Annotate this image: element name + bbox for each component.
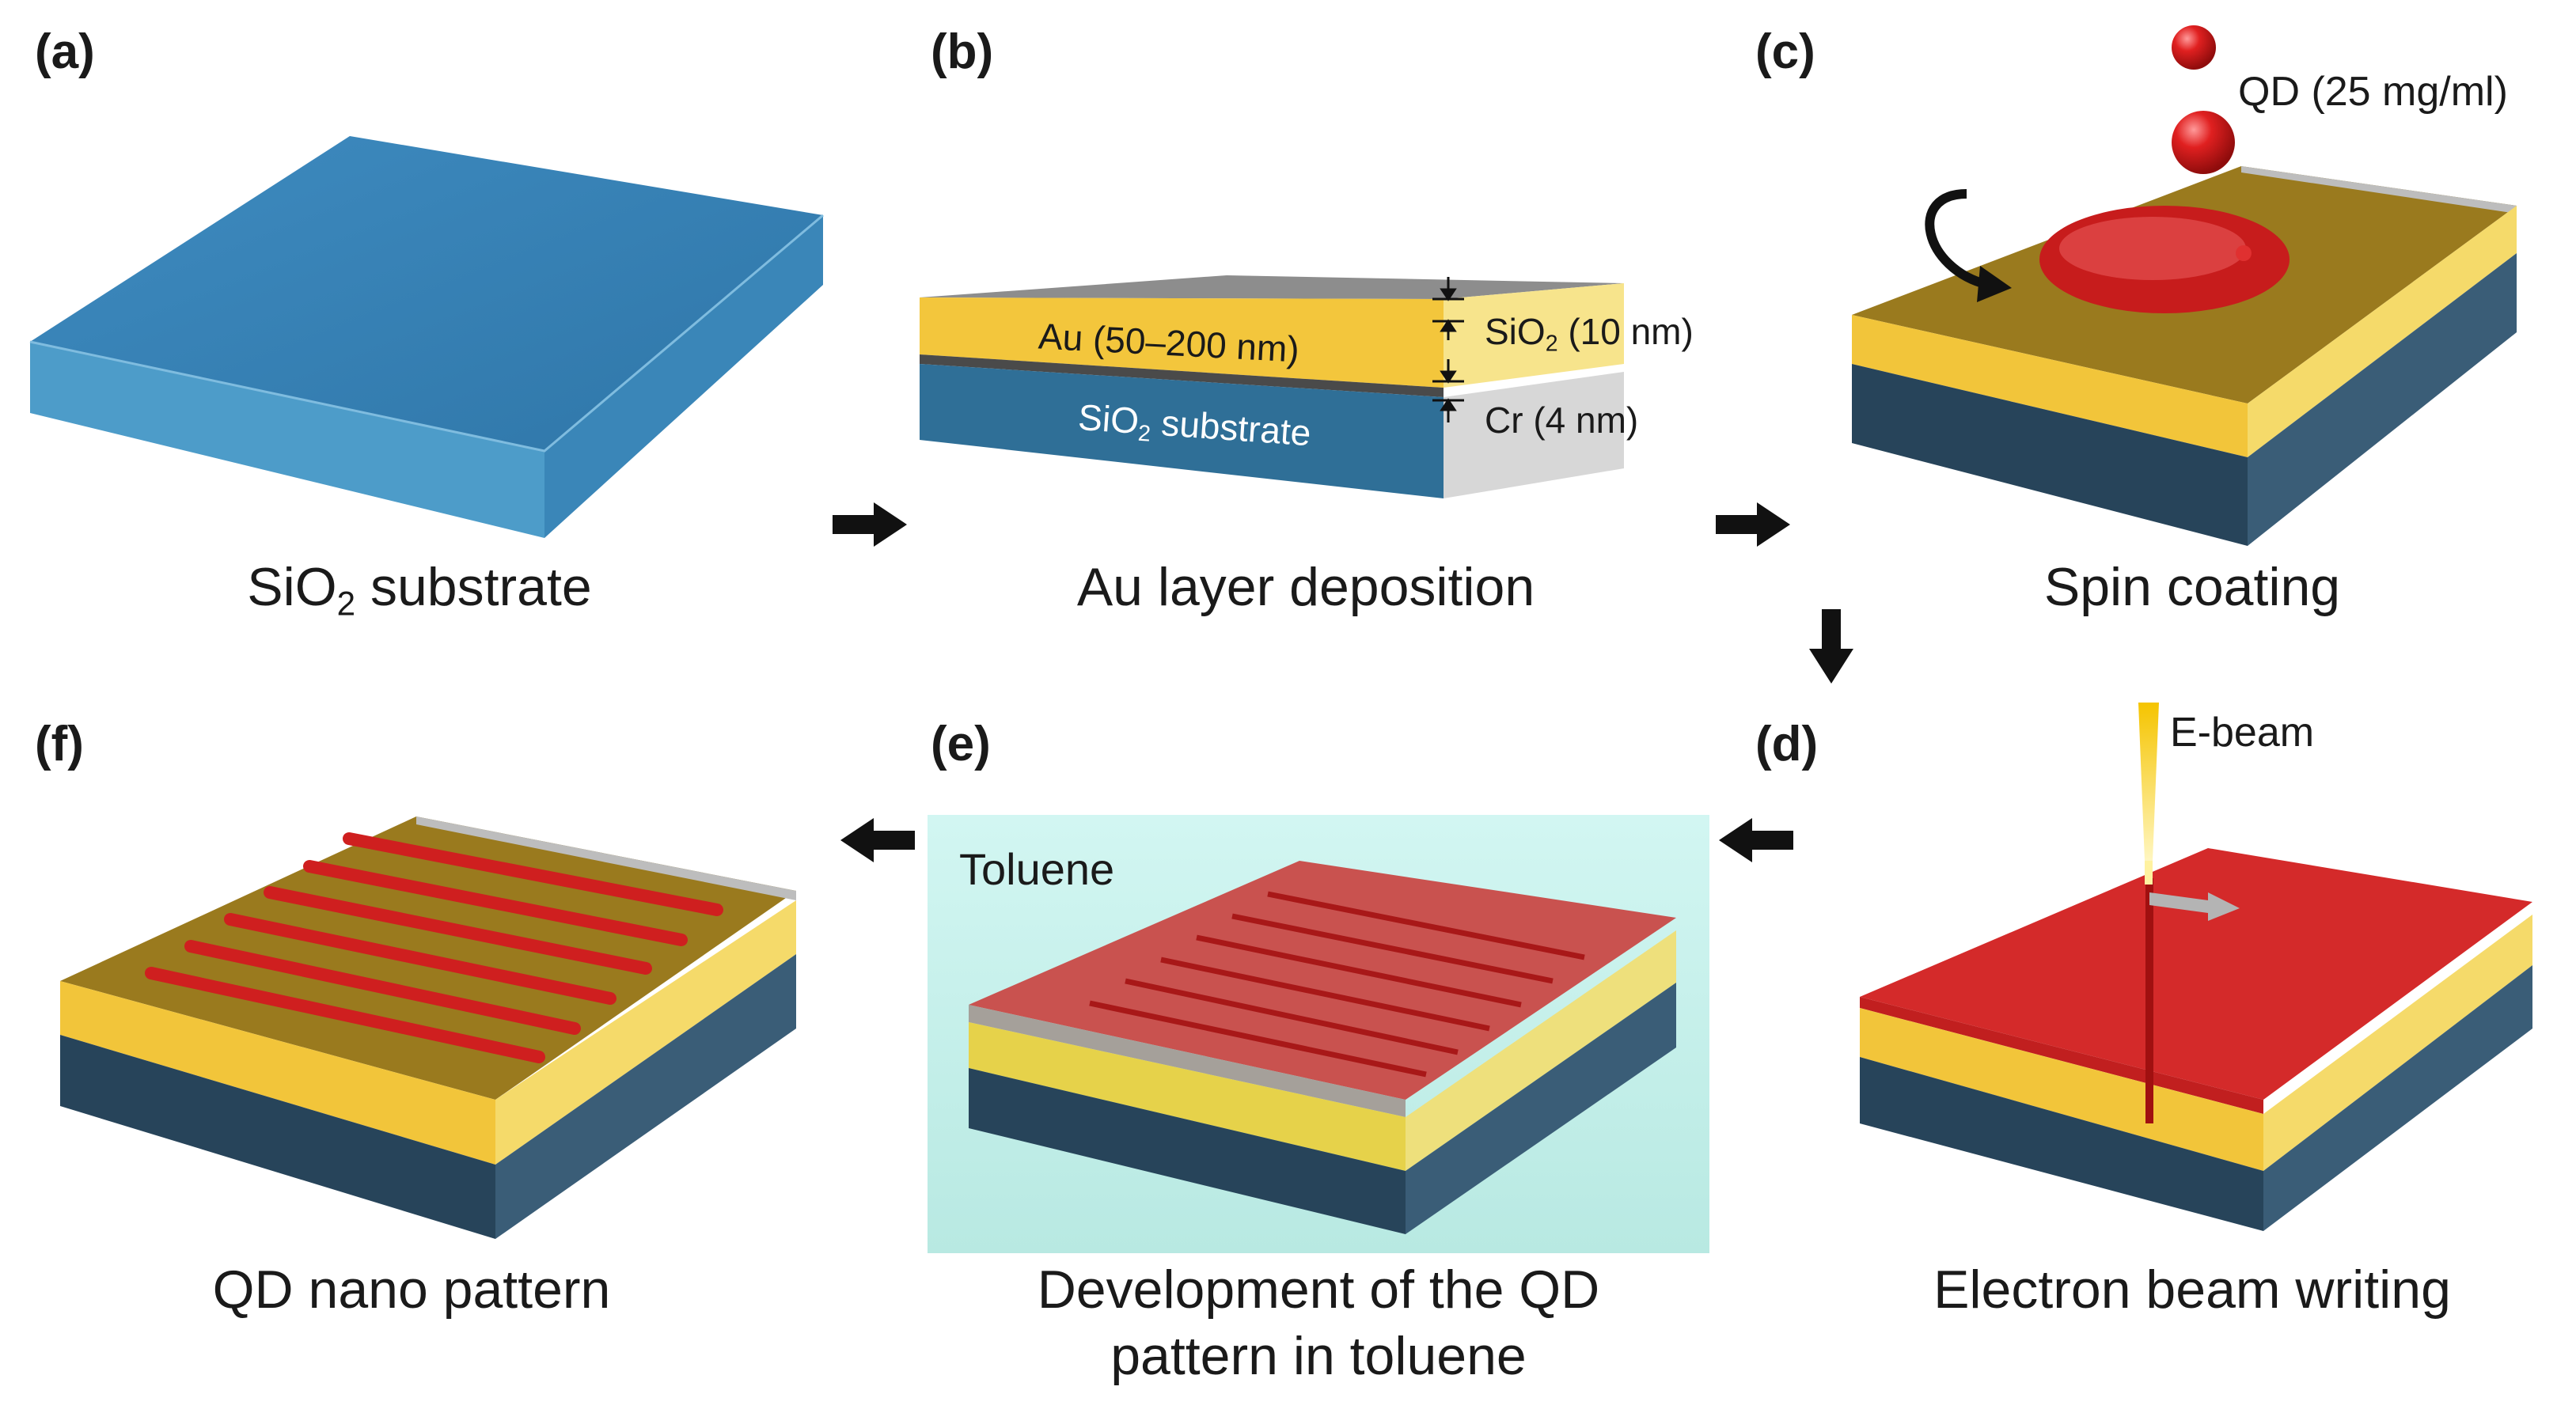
panel-f-illustration	[60, 816, 796, 1239]
substrate-side-face	[544, 215, 823, 538]
substrate-side	[1444, 372, 1624, 498]
panel-f-caption: QD nano pattern	[212, 1260, 611, 1320]
arrow-left-icon	[1719, 818, 1793, 862]
panel-b-caption: Au layer deposition	[1076, 557, 1535, 617]
panel-b-illustration	[920, 275, 1624, 498]
substrate-front	[60, 1035, 495, 1239]
thickness-markers	[1432, 277, 1464, 422]
qd-film-top	[1860, 848, 2532, 1100]
qd-nano-lines	[145, 832, 723, 1063]
gold-layer-side	[495, 900, 796, 1165]
rotation-arrow-icon	[1925, 189, 1990, 290]
substrate-front	[1860, 1057, 2263, 1231]
panel-e-caption: Development of the QD pattern in toluene	[923, 1256, 1714, 1389]
panel-c-illustration	[1852, 166, 2517, 546]
panel-a-caption: SiO2 substrate	[247, 557, 592, 623]
qd-drops-icon	[2172, 25, 2235, 174]
panel-e-caption-line1: Development of the QD	[1037, 1260, 1600, 1320]
au-layer-front	[920, 297, 1444, 388]
gold-layer-front	[969, 1022, 1406, 1171]
developed-lines	[1089, 891, 1585, 1078]
substrate-front	[920, 364, 1444, 498]
gold-layer-side	[2248, 206, 2517, 457]
panel-e-letter: (e)	[931, 717, 991, 771]
panel-d-letter: (d)	[1755, 717, 1819, 771]
scan-direction-arrow-icon	[2149, 892, 2240, 921]
panel-e-caption-line2: pattern in toluene	[1110, 1326, 1527, 1386]
panel-c-caption: Spin coating	[2043, 557, 2341, 617]
gold-layer-front	[1852, 315, 2248, 457]
substrate-side	[1406, 983, 1676, 1234]
substrate-front-face	[30, 342, 544, 538]
qd-concentration-label: QD (25 mg/ml)	[2238, 69, 2508, 115]
sio2-thickness-label: SiO2 (10 nm)	[1485, 311, 1694, 357]
cr-thickness-label: Cr (4 nm)	[1485, 400, 1639, 441]
gold-layer-side	[1406, 930, 1676, 1171]
arrow-left-icon	[840, 818, 915, 862]
panel-d-caption: Electron beam writing	[1933, 1260, 2451, 1320]
toluene-label: Toluene	[959, 844, 1115, 894]
substrate-top-face	[30, 136, 823, 451]
substrate-front	[969, 1068, 1406, 1234]
substrate-side	[2248, 253, 2517, 546]
gold-layer-front	[1860, 1008, 2263, 1171]
gold-layer-front	[60, 981, 495, 1165]
substrate-side	[495, 954, 796, 1239]
arrow-right-icon	[833, 502, 907, 547]
panel-f-letter: (f)	[35, 717, 84, 771]
panel-b-letter: (b)	[931, 25, 994, 79]
cr-layer-front	[920, 354, 1444, 397]
panel-d-illustration	[1860, 848, 2532, 1231]
arrow-down-icon	[1809, 609, 1853, 684]
substrate-side	[2263, 965, 2532, 1231]
arrow-right-icon	[1716, 502, 1790, 547]
panel-e-illustration	[969, 861, 1676, 1234]
gold-layer-side	[2263, 915, 2532, 1171]
qd-film-top	[969, 861, 1676, 1100]
substrate-front	[1852, 364, 2248, 546]
substrate-edge	[29, 214, 824, 453]
panel-a-letter: (a)	[35, 25, 95, 79]
panel-a-illustration	[29, 136, 824, 538]
electron-beam-icon	[2138, 703, 2159, 885]
e-beam-label: E-beam	[2170, 710, 2315, 756]
panel-c-letter: (c)	[1755, 25, 1815, 79]
au-layer-side	[1444, 283, 1624, 388]
